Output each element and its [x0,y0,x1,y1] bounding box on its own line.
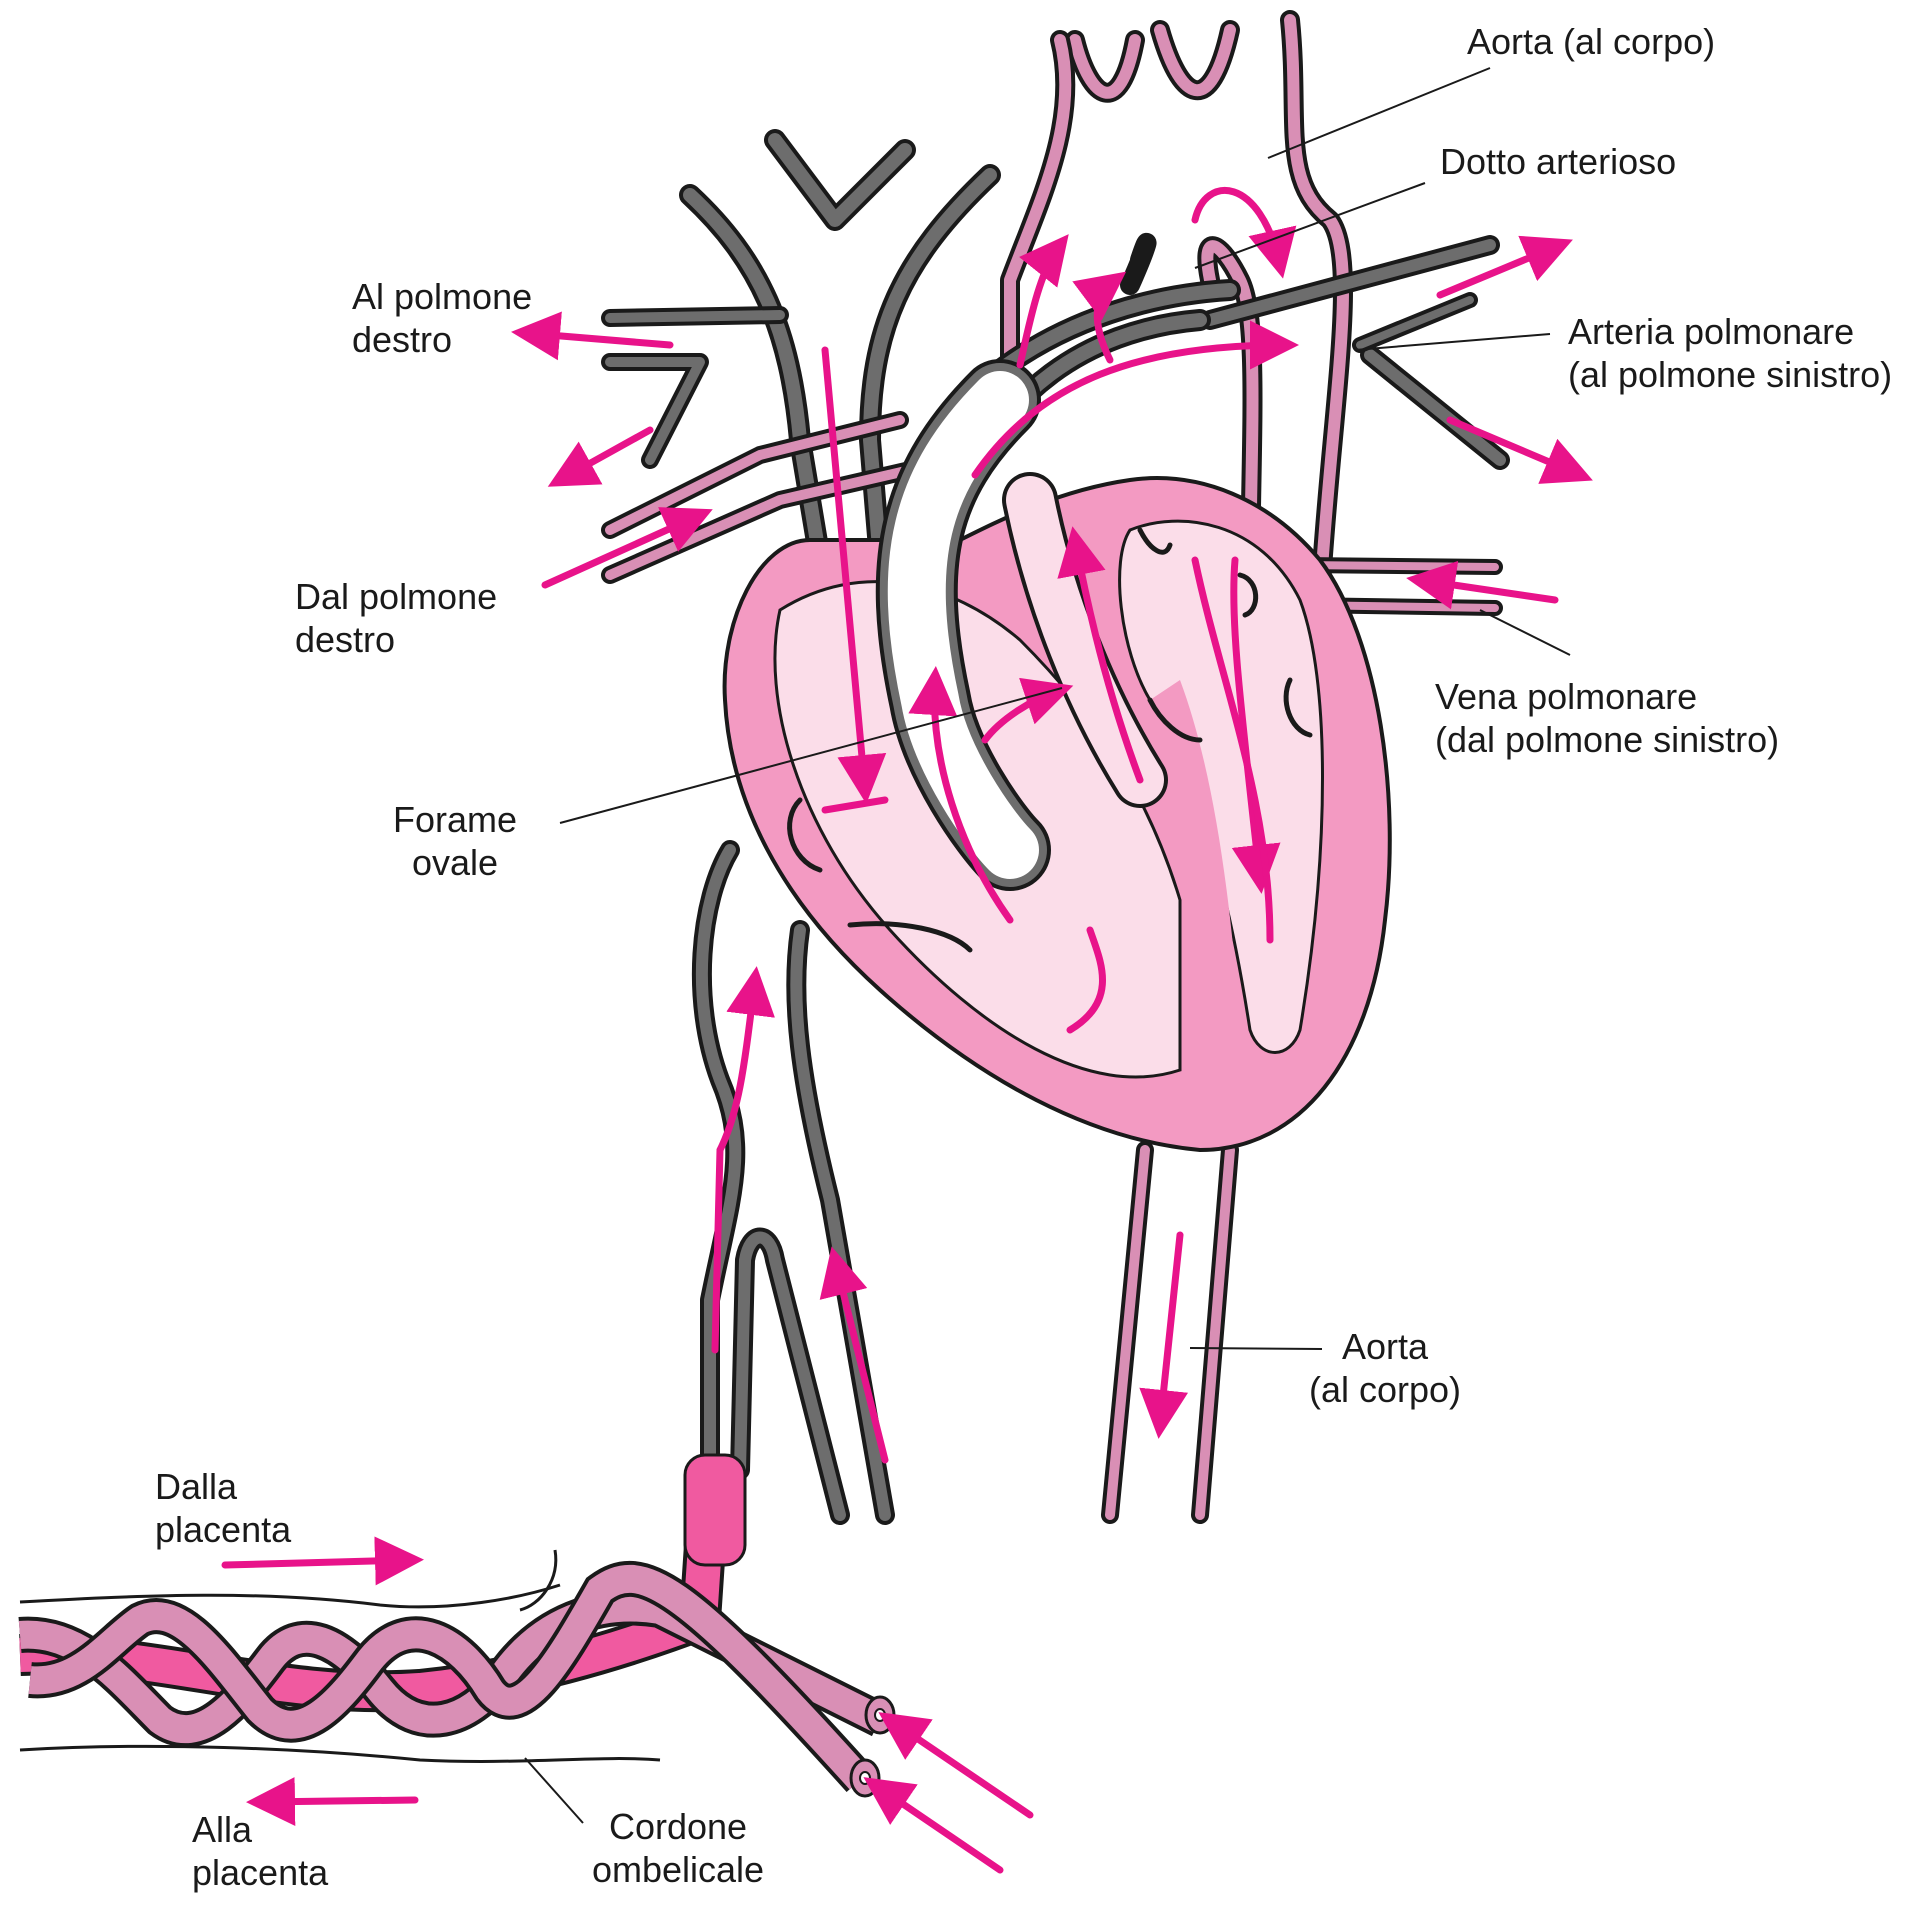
label-aorta-bottom-line1: Aorta [1341,1326,1429,1367]
leader-cordone [524,1757,584,1824]
label-forame-ovale-line2: ovale [411,842,499,884]
leader-dotto [1194,182,1426,269]
arrow-svc-down [821,346,887,804]
heart [722,359,1392,1153]
leader-aorta-top [1267,67,1491,159]
arrow-ductus-up [1072,271,1127,364]
flow-arrows [221,186,1593,1874]
arrow-arch-loop [1191,186,1297,279]
arrow-to-left-lung-lower [1446,416,1593,484]
label-dal-polmone-destro: Dal polmone destro [295,575,497,661]
vessels [601,10,1510,1525]
label-dalla-placenta-line1: Dalla [155,1466,238,1507]
leader-vena-polmonare [1479,609,1571,656]
label-cordone-ombelicale: Cordone ombelicale [578,1805,778,1891]
label-arteria-polmonare-line2: (al polmone sinistro) [1568,354,1893,396]
label-alla-placenta: Alla placenta [192,1808,328,1894]
arrow-to-right-lung-upper [511,311,674,361]
label-alla-placenta-line2: placenta [192,1852,329,1894]
label-vena-polmonare: Vena polmonare (dal polmone sinistro) [1435,675,1779,761]
arrow-pulm-trunk-up [971,320,1299,479]
arrow-from-left-lung [1406,560,1559,610]
leader-forame-ovale [559,687,1063,824]
label-cordone-ombelicale-line2: ombelicale [591,1849,765,1891]
arrow-lv-aorta-up [1057,526,1144,784]
septum [1150,680,1240,1030]
leader-aorta-bottom [1189,1347,1323,1350]
label-al-polmone-destro-line2: destro [352,319,453,361]
label-dotto-arterioso: Dotto arterioso [1440,141,1677,182]
arrow-descending-aorta [1139,1231,1189,1439]
arrow-artery-in-1 [878,1712,1034,1819]
arrow-ivc-up [711,966,775,1354]
arrow-lv-down [1191,556,1274,944]
label-dalla-placenta-line2: placenta [155,1509,292,1551]
label-aorta-bottom: Aorta (al corpo) [1300,1325,1470,1411]
label-forame-ovale-line1: Forame [392,799,518,840]
arrow-ra-crossbar [821,796,889,814]
label-aorta-bottom-line2: (al corpo) [1308,1369,1462,1411]
label-arteria-polmonare: Arteria polmonare (al polmone sinistro) [1568,310,1892,396]
inferior-vena-cava [691,840,895,1525]
arrow-rv-up [908,666,1014,924]
descending-aorta [1101,1141,1239,1524]
label-vena-polmonare-line2: (dal polmone sinistro) [1435,719,1780,761]
arrow-artery-in-2 [863,1777,1004,1874]
arrow-to-left-lung-upper [1436,235,1573,299]
leader-lines [524,67,1571,1824]
arrow-to-right-lung-lower [547,426,654,487]
arrow-rv-loop [1066,926,1106,1034]
arrow-la-down [1230,556,1281,894]
label-al-polmone-destro: Al polmone destro [352,275,532,361]
arrow-ivc-inner-up [819,1246,889,1464]
label-dalla-placenta: Dalla placenta [155,1465,291,1551]
arrow-foramen [981,677,1074,744]
label-forame-ovale: Forame ovale [385,798,525,884]
arrow-to-placenta [246,1777,419,1827]
label-aorta-top: Aorta (al corpo) [1467,21,1716,62]
arrow-aorta-root-up [1016,234,1069,369]
umbilical-cord [18,1453,896,1798]
label-al-polmone-destro-line1: Al polmone [352,276,533,317]
label-alla-placenta-line1: Alla [192,1809,253,1850]
label-cordone-ombelicale-line1: Cordone [608,1806,748,1847]
arrow-from-right-lung [541,507,713,589]
arrow-from-placenta [221,1536,424,1586]
label-dal-polmone-destro-line1: Dal polmone [295,576,498,617]
label-dal-polmone-destro-line2: destro [295,619,396,661]
leader-arteria-polmonare [1354,333,1551,351]
label-arteria-polmonare-line1: Arteria polmonare [1568,311,1855,352]
label-vena-polmonare-line1: Vena polmonare [1435,676,1698,717]
